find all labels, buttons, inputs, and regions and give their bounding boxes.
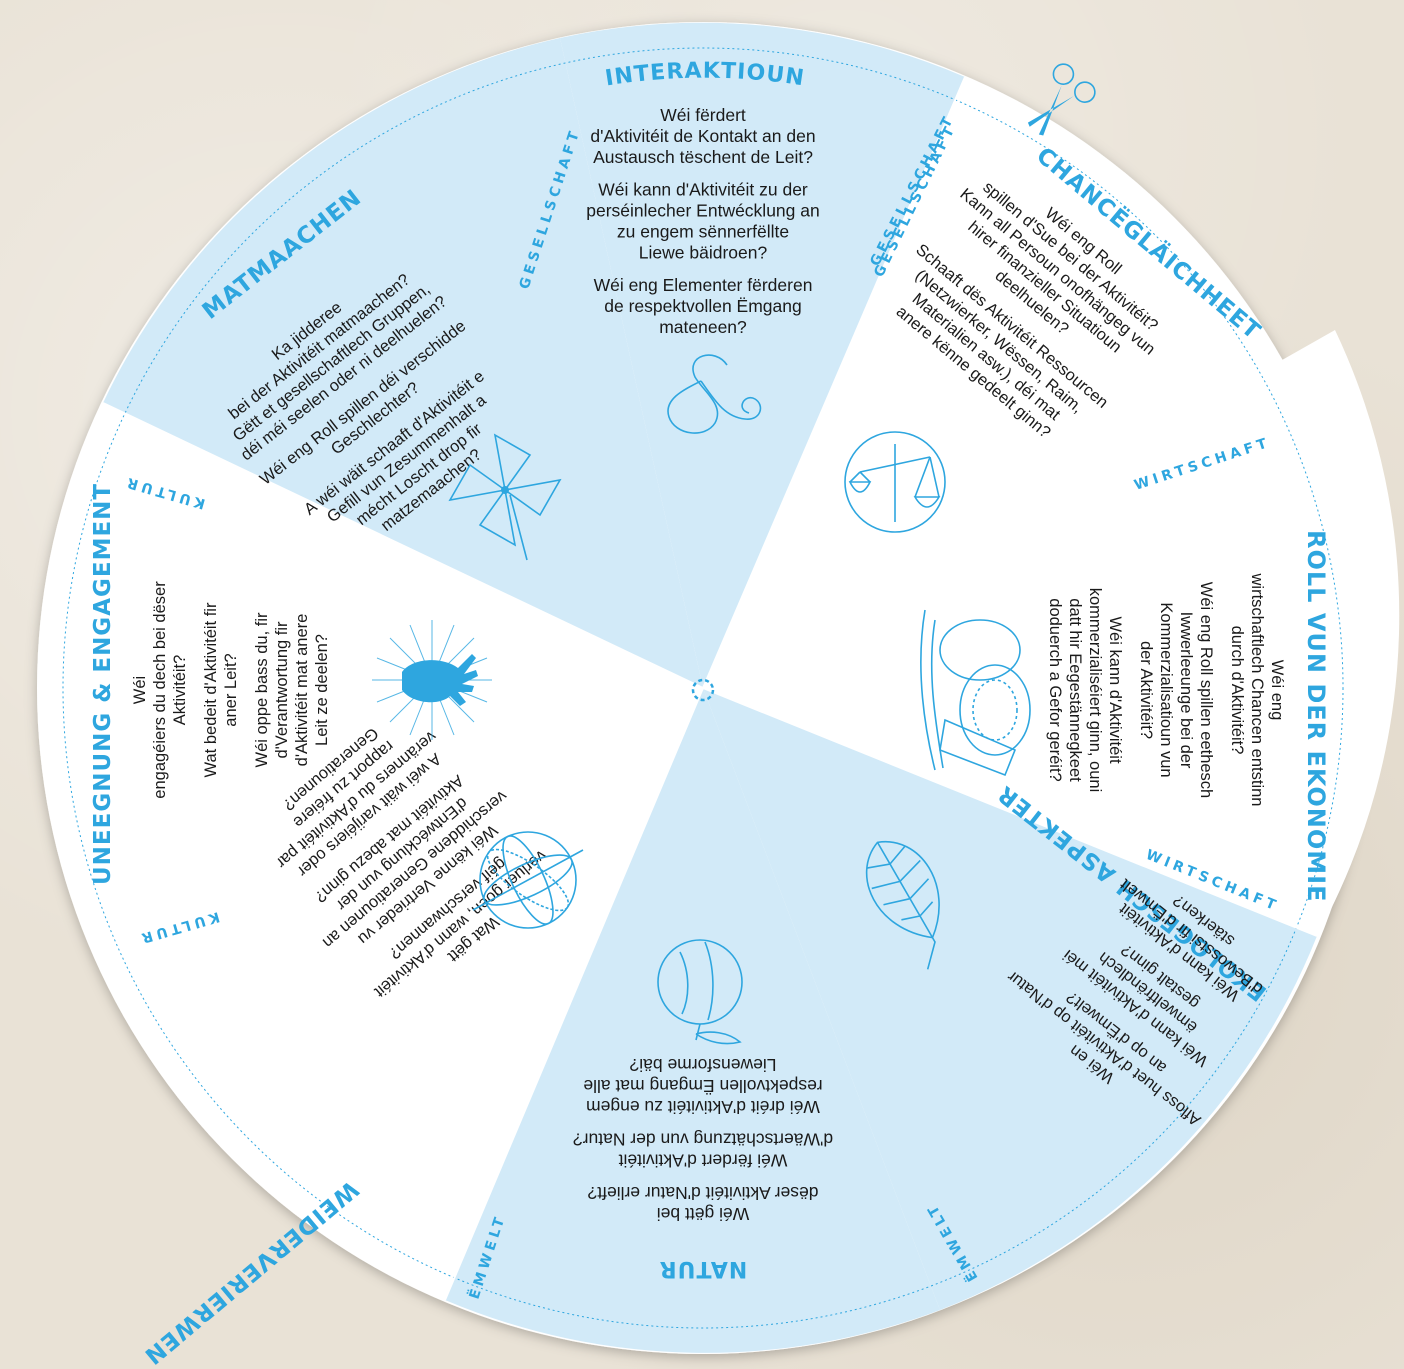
question-line: durch d'Aktivitéit? [1228, 626, 1246, 755]
question-line: aner Leit? [222, 653, 240, 726]
question-line: Wéi oppe bass du, fir [253, 612, 271, 767]
question-line: wirtschaftlech Chancen entstinn [1248, 573, 1266, 807]
sector-ekologesch [703, 688, 1317, 1310]
question-line: d'Wäertschätzung vun der Natur? [573, 1129, 833, 1149]
armillary-sphere-icon [472, 831, 584, 929]
question-line: Aktivitéit? [171, 655, 189, 726]
question-line: Wéi fërdert d'Aktivitéit [619, 1150, 788, 1170]
sector-ekonomie [703, 330, 1400, 936]
question-line: kommerzialiséiert ginn, ouni [1086, 588, 1104, 793]
sector-natur [445, 688, 940, 1353]
question-line: d'Aktivitéit de Kontakt an den [590, 126, 815, 146]
question-line: Austausch tëschent de Leit? [593, 147, 813, 167]
center-ring [691, 678, 715, 702]
leaf-icon [866, 840, 940, 970]
question-line: Iwwerleeunge bei der [1177, 612, 1195, 769]
question-line: engagéiers du dech bei dëser [151, 581, 169, 799]
pinwheel-icon [448, 433, 562, 561]
question-line: zu engem sënnerfëllte [617, 222, 789, 242]
question-line: de respektvollen Ëmgang [604, 296, 801, 316]
title-uneegnung: UNEEGNUNG & ENGAGEMENT [90, 483, 116, 885]
question-line: Wat bedeit d'Aktivitéit fir [202, 602, 220, 777]
question-line: der Aktivitéit? [1137, 641, 1155, 739]
question-line: mateneen? [659, 317, 747, 337]
hand-icon [372, 620, 492, 740]
questions-natur: Wéi gëtt beidëser Aktivitéit d'Natur erl… [573, 1055, 833, 1224]
question-line: Wéi eng Elementer fërderen [594, 275, 813, 295]
sector-interaktioun [560, 22, 965, 689]
questions-ekonomie: Wéi engwirtschaftlech Chancen entstinndu… [1046, 573, 1286, 807]
scales-icon [844, 431, 946, 533]
question-line: perséinlecher Entwécklung an [586, 201, 819, 221]
title-weiderverierwen: WEIDERVERIERWEN [139, 1175, 363, 1369]
question-line: respektvollen Ëmgang mat alle [583, 1076, 822, 1096]
inner-dashed-ring [62, 47, 1344, 1329]
divider-lines [102, 76, 1318, 1301]
question-line: d'Verantwortung fir [273, 621, 291, 759]
question-line: dëser Aktivitéit d'Natur erlieft? [587, 1183, 818, 1203]
question-line: Wéi kann d'Aktivitéit [1106, 616, 1124, 764]
money-pouch-icon [920, 609, 1031, 777]
question-line: doduerch a Gefor geréit? [1046, 598, 1064, 781]
question-line: Leit ze deelen? [313, 634, 331, 746]
sector-matmaachen [103, 38, 703, 688]
question-line: Wéi eng Roll spillen eethesch [1197, 582, 1215, 798]
question-line: Wéi kann d'Aktivitéit zu der [598, 180, 808, 200]
question-line: Wéi gëtt bei [657, 1204, 749, 1224]
apple-icon [657, 939, 743, 1045]
question-line: Wéi eng [1268, 660, 1286, 721]
question-line: Liewensforme bäi? [629, 1055, 776, 1075]
title-natur: NATUR [659, 1256, 748, 1281]
question-line: d'Aktivitéit mat anere [293, 614, 311, 767]
question-line: Kommerzialisatioun vun [1157, 602, 1175, 777]
question-line: Wéi dréit d'Aktivitéit zu engem [586, 1097, 820, 1117]
ampersand-icon [667, 354, 762, 434]
question-line: datt hir Eegestännegkeet [1066, 598, 1084, 782]
question-line: Wéi fërdert [660, 105, 746, 125]
title-ekonomie: ROLL VUN DER EKONOMIE [1302, 530, 1330, 903]
scissors-icon [1027, 63, 1096, 136]
question-line: Liewe bäidroen? [639, 243, 768, 263]
question-line: Wéi [131, 676, 149, 704]
